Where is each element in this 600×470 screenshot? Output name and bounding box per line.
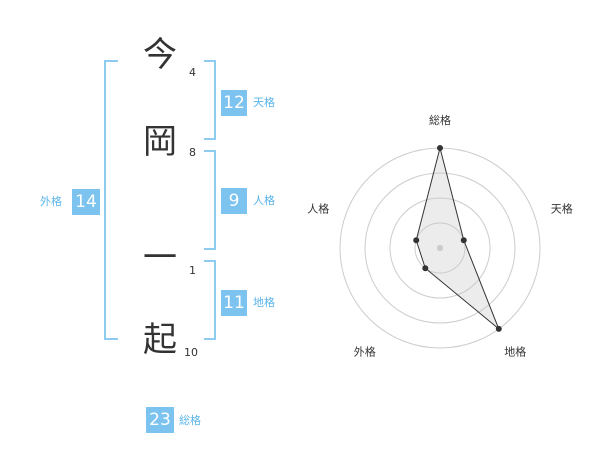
radar-point-4 — [422, 265, 429, 272]
gaikaku-label: 外格 — [40, 195, 62, 208]
chikaku-badge: 11 — [221, 290, 247, 316]
tenkaku-bracket — [204, 60, 216, 140]
soukaku-badge: 23 — [146, 407, 174, 433]
stroke-count-1: 4 — [189, 66, 196, 79]
radar-point-1 — [437, 145, 443, 151]
radar-center — [437, 245, 443, 251]
radar-ring — [364, 172, 516, 324]
radar-axis-label-3: 地格 — [504, 345, 526, 359]
radar-axis-label-1: 総格 — [429, 113, 451, 127]
radar-point-5 — [413, 237, 420, 244]
name-char-1: 今 — [143, 35, 177, 75]
radar-ring — [389, 197, 491, 299]
soukaku-label: 総格 — [179, 414, 201, 427]
gaikaku-badge: 14 — [72, 189, 100, 215]
radar-axis-label-2: 天格 — [551, 201, 573, 215]
stroke-count-3: 1 — [189, 264, 196, 277]
chikaku-bracket — [204, 260, 216, 340]
stroke-count-2: 8 — [189, 146, 196, 159]
jinkaku-label: 人格 — [253, 194, 275, 207]
jinkaku-bracket — [204, 150, 216, 250]
radar-point-2 — [460, 237, 467, 244]
tenkaku-label: 天格 — [253, 96, 275, 109]
radar-axis-label-4: 外格 — [354, 345, 376, 359]
name-char-2: 岡 — [143, 122, 177, 162]
gaikaku-bracket — [104, 60, 118, 340]
jinkaku-badge: 9 — [221, 188, 247, 214]
tenkaku-badge: 12 — [221, 90, 247, 116]
name-char-4: 起 — [143, 320, 177, 360]
radar-series-shape — [415, 147, 500, 330]
radar-axis-label-5: 人格 — [307, 201, 329, 215]
chikaku-label: 地格 — [253, 296, 275, 309]
stroke-count-4: 10 — [184, 346, 198, 359]
name-char-3: 一 — [143, 238, 177, 278]
radar-ring — [414, 222, 466, 274]
radar-point-3 — [495, 325, 502, 332]
